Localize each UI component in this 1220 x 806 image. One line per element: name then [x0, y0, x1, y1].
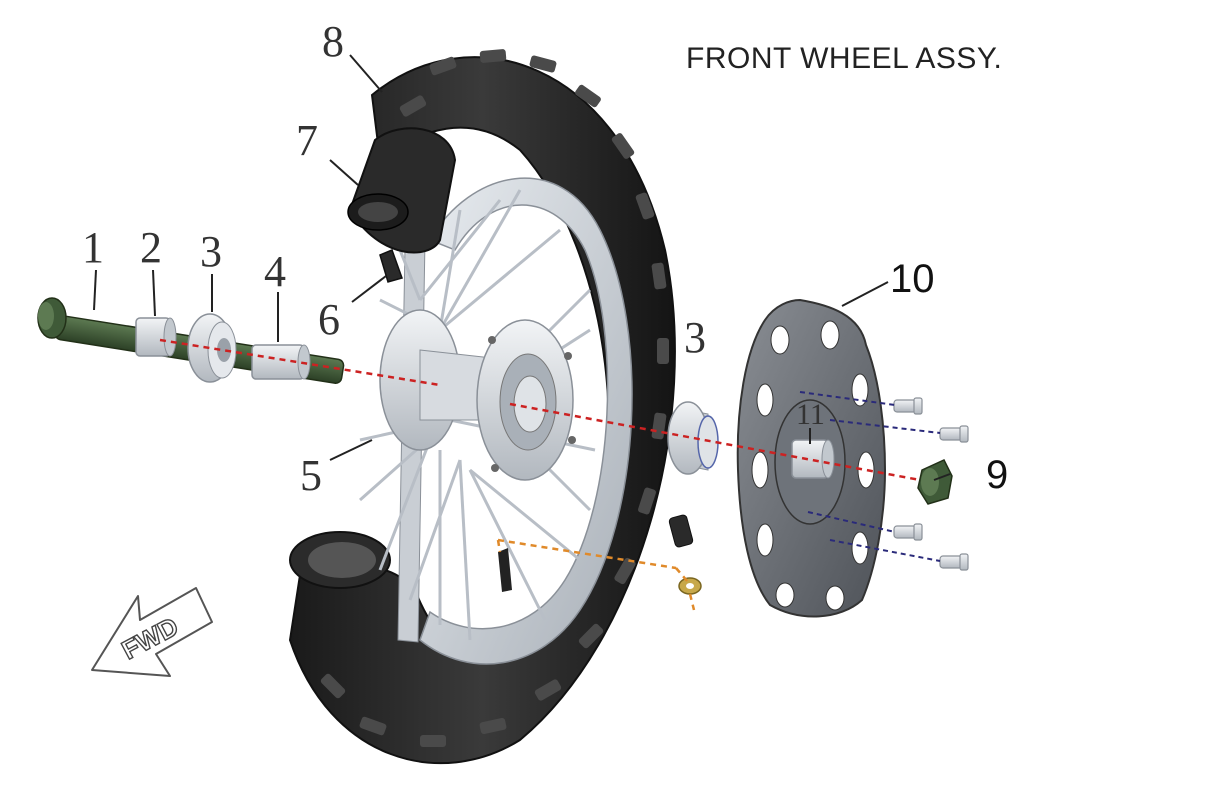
- callout-10: 10: [890, 257, 935, 301]
- alignment-axes: [159, 338, 941, 611]
- callout-numbers: 1 2 3 4 5 6 7 8 3 9 10 11: [82, 17, 1008, 500]
- axle-nut: [917, 459, 953, 505]
- bearing-right: [667, 401, 719, 475]
- inner-tube: [347, 127, 457, 254]
- rim-strap: [379, 249, 403, 283]
- disc-bolts: [893, 397, 969, 571]
- callout-5: 5: [300, 451, 322, 500]
- callout-8: 8: [322, 17, 344, 66]
- callout-3-left: 3: [200, 227, 222, 276]
- leader-lines: [93, 54, 951, 481]
- callout-4: 4: [264, 247, 286, 296]
- callout-1: 1: [82, 223, 104, 272]
- bearing-left: [187, 313, 237, 383]
- callout-7: 7: [296, 116, 318, 165]
- collar: [135, 317, 177, 357]
- callout-11: 11: [796, 398, 825, 431]
- callout-6: 6: [318, 295, 340, 344]
- diagram-title: FRONT WHEEL ASSY.: [686, 42, 1002, 75]
- callout-2: 2: [140, 223, 162, 272]
- valve-nut: [678, 577, 702, 595]
- forward-arrow: FWD: [91, 587, 213, 677]
- hub: [379, 309, 576, 481]
- callout-3-right: 3: [684, 313, 706, 362]
- disc-spacer: [791, 439, 835, 479]
- valve: [498, 514, 694, 592]
- callout-9: 9: [986, 453, 1008, 497]
